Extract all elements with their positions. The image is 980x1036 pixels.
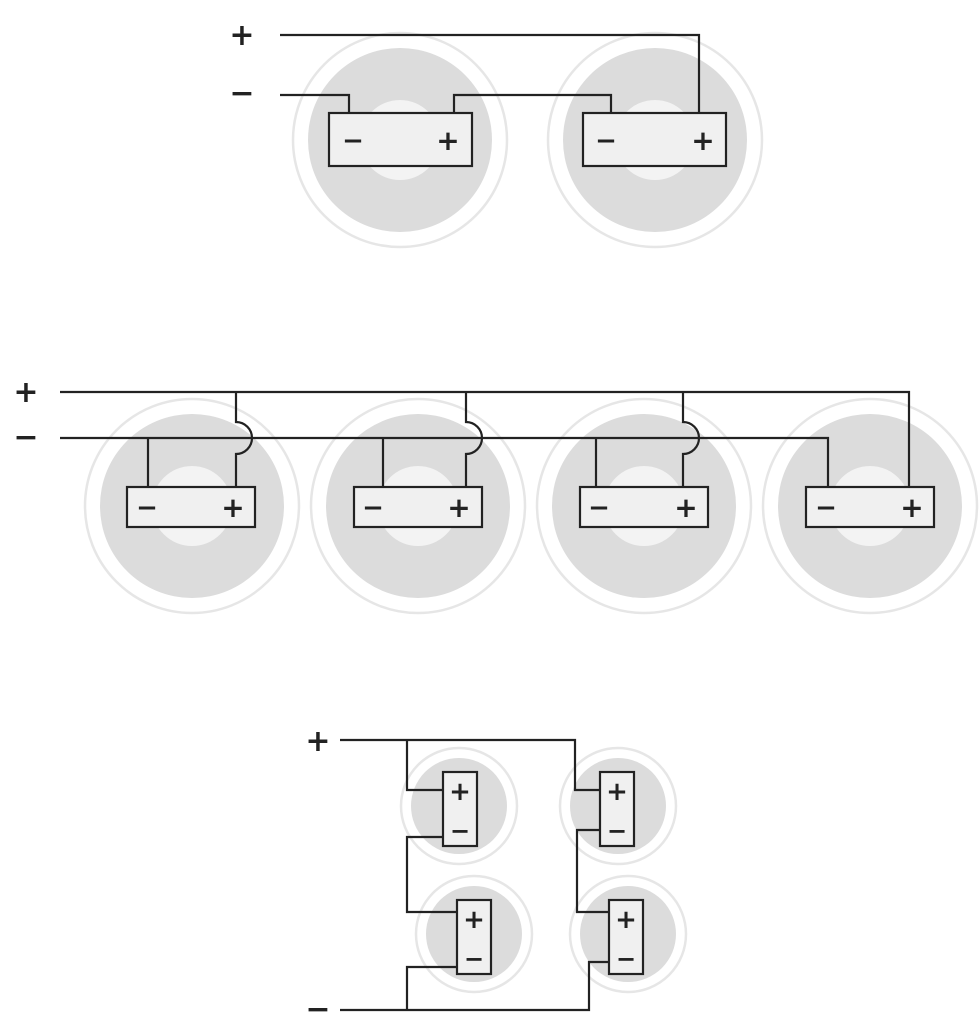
negative-lead-label: − xyxy=(13,420,38,455)
terminal-block xyxy=(125,485,257,529)
positive-wire xyxy=(340,738,600,792)
series-link-right xyxy=(575,828,609,914)
positive-drop xyxy=(681,392,701,487)
positive-wire xyxy=(280,33,701,113)
terminal-negative-label: − xyxy=(815,493,837,523)
terminal-negative-label: − xyxy=(607,817,627,845)
terminal-negative-label: − xyxy=(362,493,384,523)
speaker-3: + − xyxy=(414,874,534,994)
terminal-block xyxy=(598,770,636,848)
wiring-series-two-speakers: − + − + + − xyxy=(229,18,764,249)
speaker-1: + − xyxy=(399,746,519,866)
terminal-negative-label: − xyxy=(588,493,610,523)
negative-wire xyxy=(280,93,351,113)
terminal-negative-label: − xyxy=(616,945,636,973)
negative-bus-wire xyxy=(60,436,830,487)
terminal-positive-label: + xyxy=(674,491,697,524)
terminal-positive-label: + xyxy=(221,491,244,524)
terminal-block xyxy=(441,770,479,848)
terminal-positive-label: + xyxy=(463,905,485,935)
terminal-positive-label: + xyxy=(900,491,923,524)
speaker-3: − + xyxy=(535,397,753,615)
terminal-block xyxy=(804,485,936,529)
positive-branch-left xyxy=(405,740,443,792)
terminal-positive-label: + xyxy=(436,124,459,157)
speaker-1: − + xyxy=(291,31,509,249)
terminal-block xyxy=(578,485,710,529)
terminal-block xyxy=(581,111,728,168)
terminal-block xyxy=(607,898,645,976)
negative-lead-label: − xyxy=(229,76,254,111)
terminal-positive-label: + xyxy=(447,491,470,524)
positive-lead-label: + xyxy=(229,18,254,53)
terminal-positive-label: + xyxy=(691,124,714,157)
speaker-2: − + xyxy=(546,31,764,249)
speaker-4: − + xyxy=(761,397,979,615)
terminal-negative-label: − xyxy=(342,126,364,156)
terminal-positive-label: + xyxy=(449,777,471,807)
positive-bus-wire xyxy=(60,390,911,487)
positive-drop xyxy=(234,392,254,487)
speaker-2: − + xyxy=(309,397,527,615)
negative-wire xyxy=(340,960,609,1012)
terminal-positive-label: + xyxy=(606,777,628,807)
terminal-negative-label: − xyxy=(464,945,484,973)
bridge-wire xyxy=(452,93,613,113)
terminal-block xyxy=(352,485,484,529)
terminal-negative-label: − xyxy=(136,493,158,523)
positive-drop xyxy=(464,392,484,487)
negative-lead-label: − xyxy=(305,992,330,1027)
terminal-block xyxy=(327,111,474,168)
series-link-left xyxy=(405,835,457,914)
wiring-series-parallel-four-speakers: + − + − + − + − + xyxy=(305,724,688,1027)
positive-lead-label: + xyxy=(305,724,330,759)
terminal-block xyxy=(455,898,493,976)
terminal-positive-label: + xyxy=(615,905,637,935)
speaker-4: + − xyxy=(568,874,688,994)
negative-branch-left xyxy=(405,965,457,1010)
speaker-1: − + xyxy=(83,397,301,615)
terminal-negative-label: − xyxy=(595,126,617,156)
wiring-parallel-four-speakers: − + − + − + − + xyxy=(13,375,979,615)
positive-lead-label: + xyxy=(13,375,38,410)
terminal-negative-label: − xyxy=(450,817,470,845)
